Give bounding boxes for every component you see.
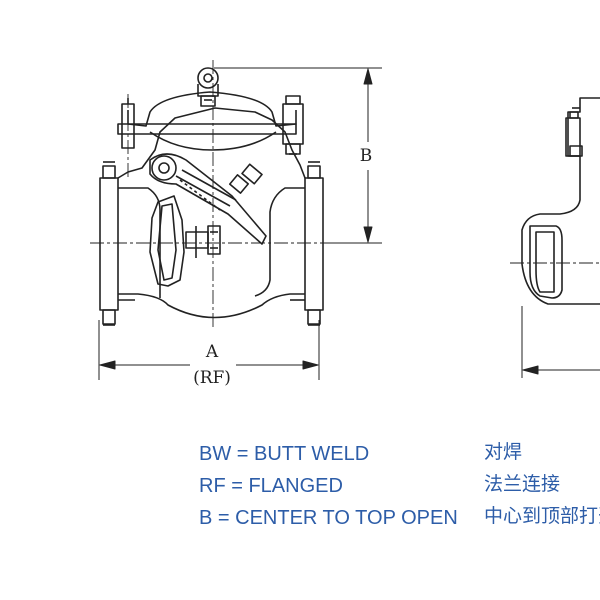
dimension-b bbox=[214, 67, 382, 244]
legend-rf: RF = FLANGED bbox=[199, 475, 343, 497]
dim-rf-label: (RF) bbox=[193, 368, 231, 388]
valve-bw-view bbox=[510, 97, 600, 378]
legend-chinese: 对焊 法兰连接 中心到顶部打开 bbox=[484, 436, 600, 532]
legend-bw-cn: 对焊 bbox=[484, 441, 523, 463]
dim-b-label: B bbox=[360, 146, 373, 166]
valve-drawing: A (RF) B bbox=[90, 60, 600, 388]
legend-b: B = CENTER TO TOP OPEN bbox=[199, 507, 458, 529]
dimension-a bbox=[98, 320, 320, 380]
valve-front-view bbox=[99, 67, 324, 326]
legend-b-cn: 中心到顶部打开 bbox=[484, 505, 600, 527]
legend-english: BW = BUTT WELD RF = FLANGED B = CENTER T… bbox=[199, 438, 458, 534]
legend-rf-cn: 法兰连接 bbox=[484, 473, 561, 495]
dim-a-label: A bbox=[205, 342, 219, 362]
legend-bw: BW = BUTT WELD bbox=[199, 443, 370, 465]
